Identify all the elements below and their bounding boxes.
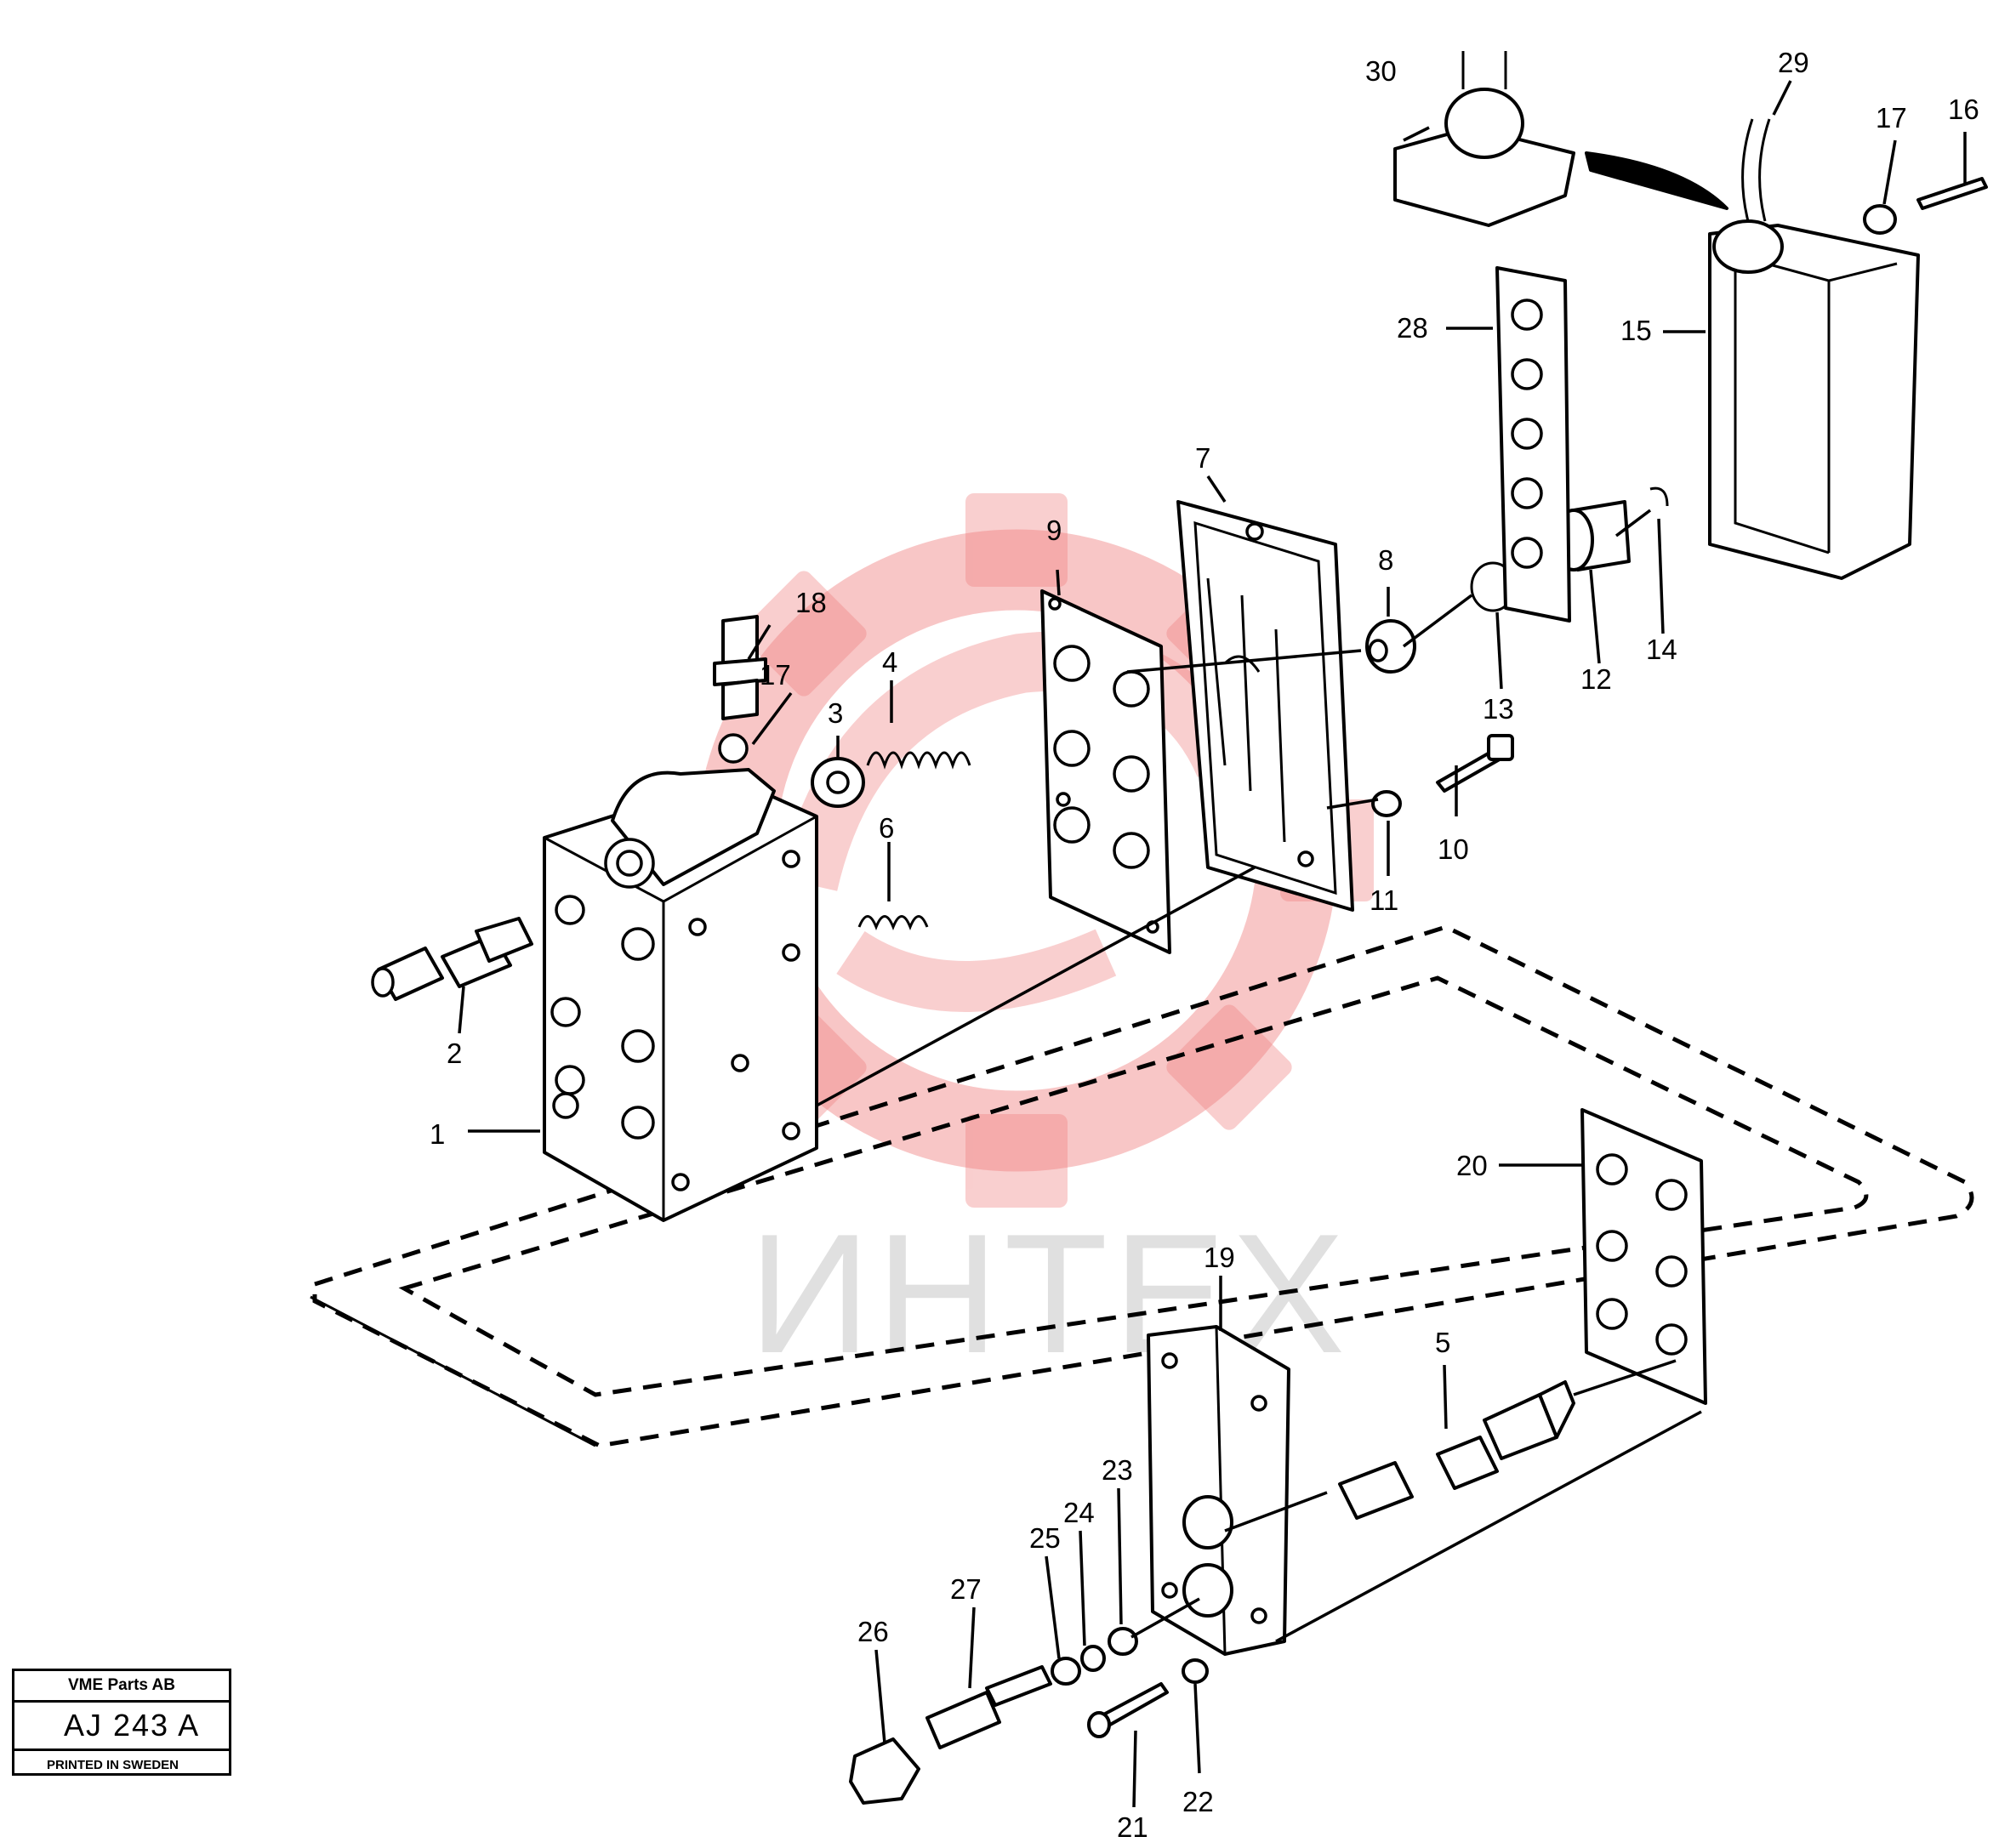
callout-9: 9 [1046, 515, 1062, 546]
callout-17-left: 17 [760, 659, 791, 691]
callout-15: 15 [1620, 315, 1652, 346]
callout-13: 13 [1483, 693, 1514, 725]
callout-7: 7 [1195, 442, 1210, 474]
callout-28: 28 [1397, 312, 1428, 344]
callout-11: 11 [1370, 884, 1398, 916]
callout-labels: 1 2 3 4 5 6 7 9 8 10 11 12 13 14 15 16 1… [430, 47, 1979, 1843]
callout-6: 6 [879, 812, 894, 844]
alignment-lines [816, 509, 1702, 1643]
spool-part-5 [1338, 1380, 1575, 1520]
callout-20: 20 [1456, 1150, 1488, 1181]
connection-loops [310, 924, 1974, 1448]
callout-10: 10 [1438, 833, 1469, 865]
callout-30: 30 [1365, 55, 1397, 87]
end-plate-part-19 [1147, 1325, 1290, 1656]
sensor-part-18 [713, 615, 767, 764]
seal-spring-parts [811, 751, 971, 931]
callout-25: 25 [1029, 1522, 1061, 1554]
valve-block-part-1 [543, 768, 818, 1222]
callout-24: 24 [1063, 1497, 1095, 1528]
callout-8: 8 [1378, 544, 1393, 576]
spool-part-2 [371, 917, 533, 1001]
callout-12: 12 [1580, 663, 1612, 695]
housing-part-15 [1708, 118, 1920, 580]
callout-3: 3 [828, 697, 843, 729]
title-block-company: VME Parts AB [14, 1671, 229, 1703]
cover-plate-part-7 [1176, 500, 1354, 912]
callout-1: 1 [430, 1118, 445, 1150]
callout-22: 22 [1182, 1786, 1214, 1817]
callout-4: 4 [882, 646, 897, 678]
bolt-washer-top [1863, 177, 1988, 235]
gland-part-30 [1393, 51, 1728, 227]
callout-leaders [458, 80, 1967, 1808]
plug-parts-lower [849, 1627, 1209, 1805]
gasket-part-9 [1040, 589, 1171, 954]
callout-18: 18 [795, 587, 827, 618]
callout-27: 27 [950, 1573, 982, 1605]
gasket-part-20 [1580, 1108, 1707, 1405]
callout-2: 2 [447, 1038, 462, 1069]
strip-part-28 [1495, 266, 1571, 623]
callout-16: 16 [1948, 94, 1979, 125]
title-block: VME Parts AB AJ 243 A PRINTED IN SWEDEN [12, 1669, 231, 1776]
callout-14: 14 [1646, 634, 1677, 665]
title-block-code: AJ 243 A [14, 1703, 229, 1751]
callout-19: 19 [1204, 1242, 1235, 1273]
callout-21: 21 [1117, 1811, 1148, 1843]
callout-26: 26 [857, 1616, 889, 1647]
callout-5: 5 [1435, 1327, 1450, 1358]
callout-17-top: 17 [1876, 102, 1907, 134]
callout-23: 23 [1102, 1454, 1133, 1486]
title-block-printed: PRINTED IN SWEDEN [47, 1757, 179, 1772]
callout-29: 29 [1778, 47, 1809, 78]
